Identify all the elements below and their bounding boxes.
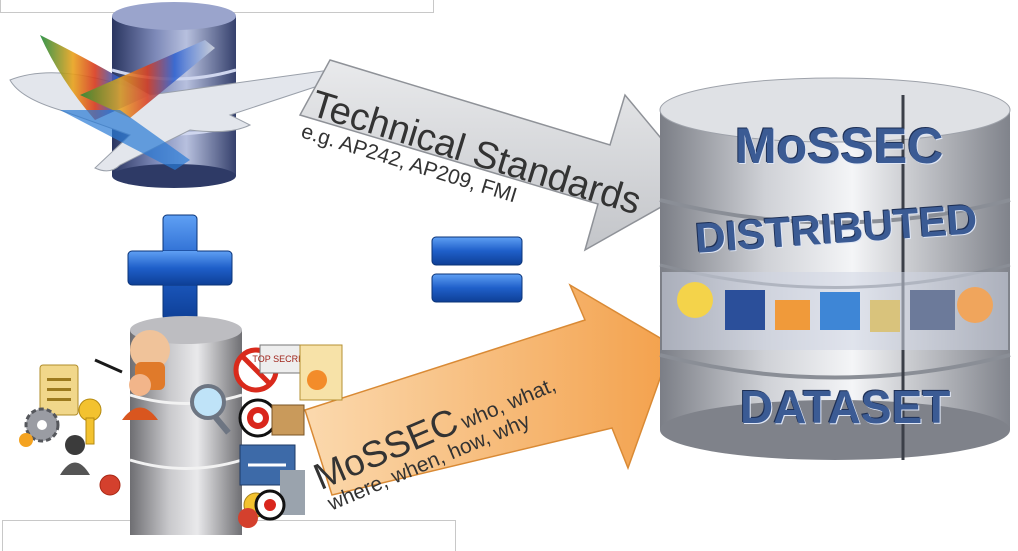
people-icon <box>60 358 158 496</box>
magnifier-icon <box>190 384 231 435</box>
people-icon <box>39 364 79 416</box>
equals-operator <box>431 236 523 303</box>
plus-operator <box>127 214 233 321</box>
mossec-dataset-database <box>659 77 1011 460</box>
target-icon <box>238 398 305 438</box>
gear-icon <box>19 407 60 447</box>
db-label-dataset: DATASET <box>740 381 951 433</box>
db-label-mossec: MoSSEC <box>735 118 944 174</box>
top-secret-stamp: TOP SECRET <box>252 354 310 364</box>
building-icon <box>239 444 305 515</box>
mossec-arrow <box>304 283 673 496</box>
key-icon <box>78 398 102 445</box>
no-sign-icon: TOP SECRET <box>233 344 310 393</box>
dart-icon <box>238 489 286 528</box>
technical-standards-arrow <box>298 59 702 252</box>
airplane-icon <box>9 35 338 172</box>
certificate-icon <box>299 344 343 401</box>
